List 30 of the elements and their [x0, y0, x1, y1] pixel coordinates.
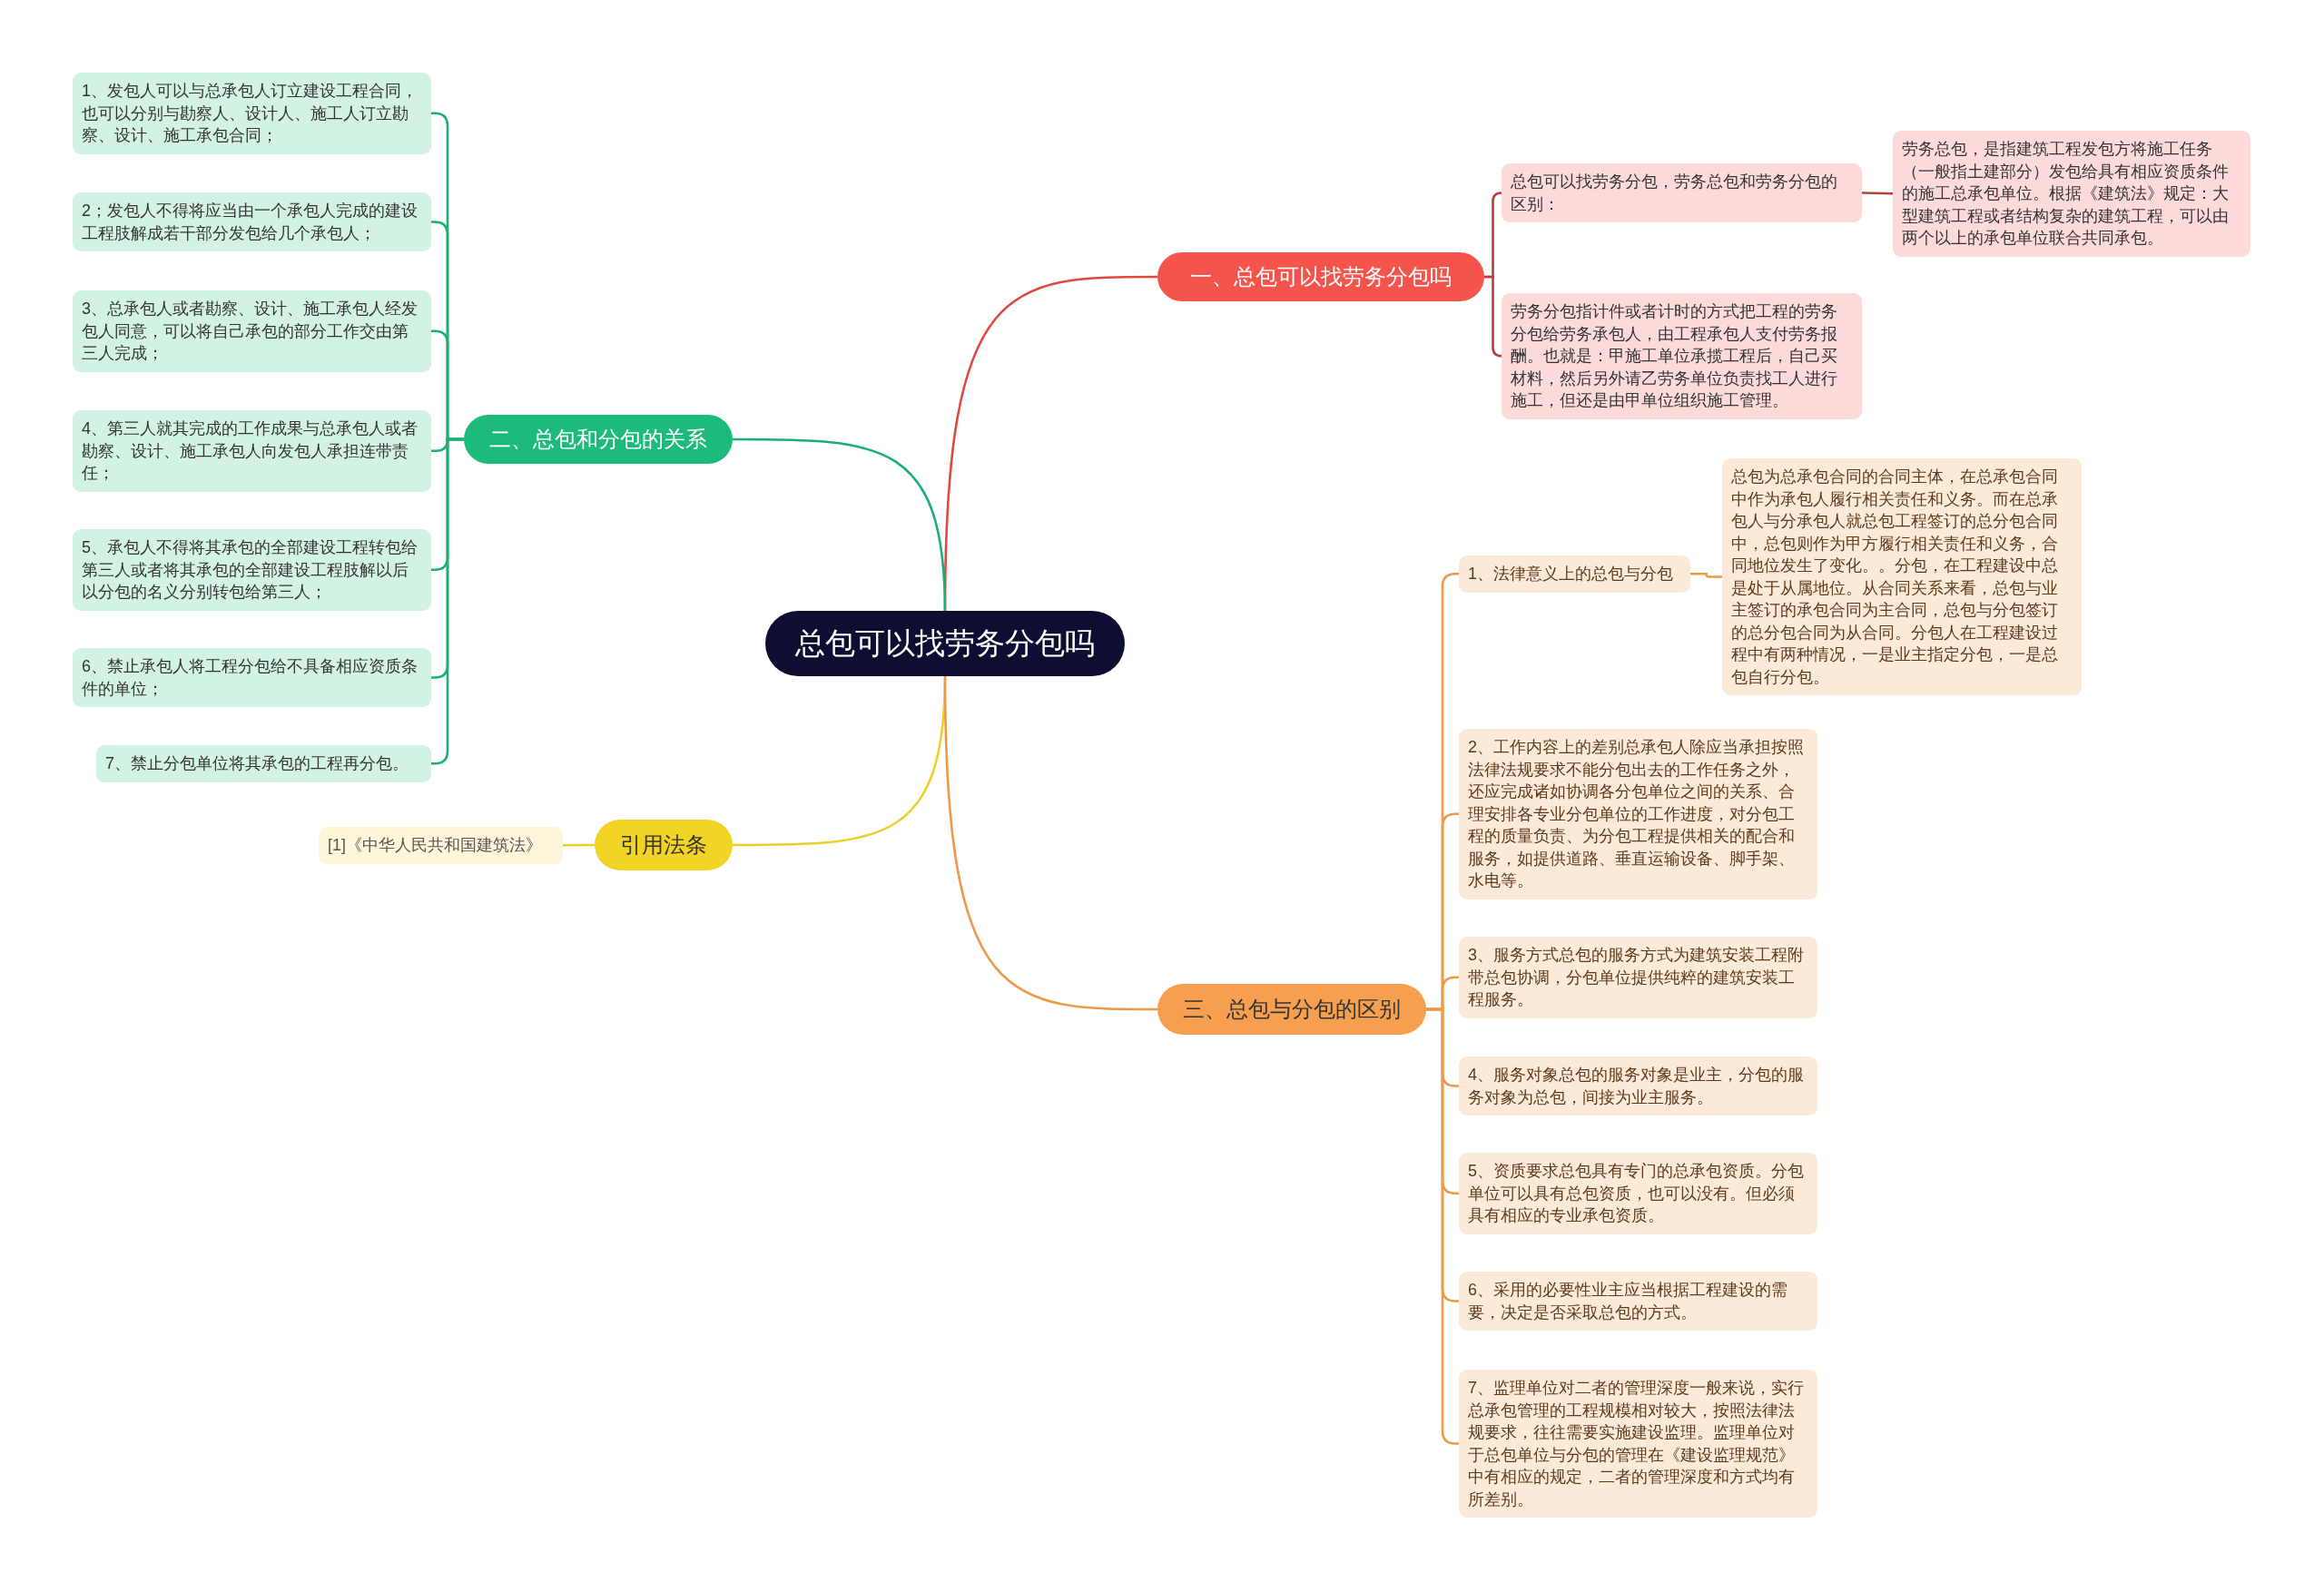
subtopic-box: 2、工作内容上的差别总承包人除应当承担按照法律法规要求不能分包出去的工作任务之外，还应完成诸如协调各分包单位之间的关系、合理安排各专业分包单位的工作进度，对分包工程的质量负责、为分包工程提供相关的配合和服务，如提供道路、垂直运输设备、脚手架、水电等。: [1459, 729, 1817, 899]
subtopic-box: 2；发包人不得将应当由一个承包人完成的建设工程肢解成若干部分发包给几个承包人；: [73, 192, 431, 251]
connector-line: [943, 673, 1157, 1011]
branch-topic: 一、总包可以找劳务分包吗: [1157, 252, 1484, 301]
subtopic-box: 4、第三人就其完成的工作成果与总承包人或者勘察、设计、施工承包人向发包人承担连带责任；: [73, 410, 431, 492]
subtopic-box: 4、服务对象总包的服务对象是业主，分包的服务对象为总包，间接为业主服务。: [1459, 1056, 1817, 1115]
subtopic-box: 总包可以找劳务分包，劳务总包和劳务分包的区别：: [1502, 163, 1862, 222]
central-topic: 总包可以找劳务分包吗: [765, 611, 1125, 676]
subtopic-box: 6、采用的必要性业主应当根据工程建设的需要，决定是否采取总包的方式。: [1459, 1272, 1817, 1331]
connector-line: [563, 843, 595, 847]
connector-line: [733, 437, 947, 614]
subtopic-box: 6、禁止承包人将工程分包给不具备相应资质条件的单位；: [73, 648, 431, 707]
subtopic-box: 3、总承包人或者勘察、设计、施工承包人经发包人同意，可以将自己承包的部分工作交由第三人完成；: [73, 290, 431, 372]
connector-line: [1861, 192, 1894, 195]
branch-topic: 二、总包和分包的关系: [464, 415, 733, 464]
branch-topic: 三、总包与分包的区别: [1157, 984, 1426, 1035]
subtopic-box: 5、承包人不得将其承包的全部建设工程转包给第三人或者将其承包的全部建设工程肢解以后以分包的名义分别转包给第三人；: [73, 529, 431, 611]
branch-topic: 引用法条: [595, 820, 733, 870]
subtopic-box: 总包为总承包合同的合同主体，在总承包合同中作为承包人履行相关责任和义务。而在总承包人与分承包人就总包工程签订的总分包合同中，总包则作为甲方履行相关责任和义务，合同地位发生了变化。。分包，在工程建设中总是处于从属地位。从合同关系来看，总包与业主签订的承包合同为主合同，总包与分包签订的总分包合同为从合同。分包人在工程建设过程中有两种情况，一是业主指定分包，一是总包自行分包。: [1722, 458, 2082, 695]
subtopic-box: 1、发包人可以与总承包人订立建设工程合同，也可以分别与勘察人、设计人、施工人订立勘察、设计、施工承包合同；: [73, 73, 431, 154]
subtopic-box: 7、监理单位对二者的管理深度一般来说，实行总承包管理的工程规模相对较大，按照法律法规要求，往往需要实施建设监理。监理单位对于总包单位与分包的管理在《建设监理规范》中有相应的规定，二者的管理深度和方式均有所差别。: [1459, 1370, 1817, 1518]
subtopic-box: 3、服务方式总包的服务方式为建筑安装工程附带总包协调，分包单位提供纯粹的建筑安装工程服务。: [1459, 937, 1817, 1018]
connector-line: [1690, 572, 1722, 578]
subtopic-box: 5、资质要求总包具有专门的总承包资质。分包单位可以具有总包资质，也可以没有。但必须具有相应的专业承包资质。: [1459, 1153, 1817, 1234]
subtopic-box: 劳务分包指计件或者计时的方式把工程的劳务分包给劳务承包人，由工程承包人支付劳务报酬。也就是：甲施工单位承揽工程后，自己买材料，然后另外请乙劳务单位负责找工人进行施工，但还是由甲单位组织施工管理。: [1502, 293, 1862, 419]
subtopic-box: [1]《中华人民共和国建筑法》: [319, 827, 563, 864]
subtopic-box: 1、法律意义上的总包与分包: [1459, 555, 1690, 593]
subtopic-box: 劳务总包，是指建筑工程发包方将施工任务（一般指土建部分）发包给具有相应资质条件的施工总承包单位。根据《建筑法》规定：大型建筑工程或者结构复杂的建筑工程，可以由两个以上的承包单位联合共同承包。: [1893, 131, 2250, 257]
subtopic-box: 7、禁止分包单位将其承包的工程再分包。: [96, 745, 431, 782]
connector-line: [1484, 275, 1503, 358]
